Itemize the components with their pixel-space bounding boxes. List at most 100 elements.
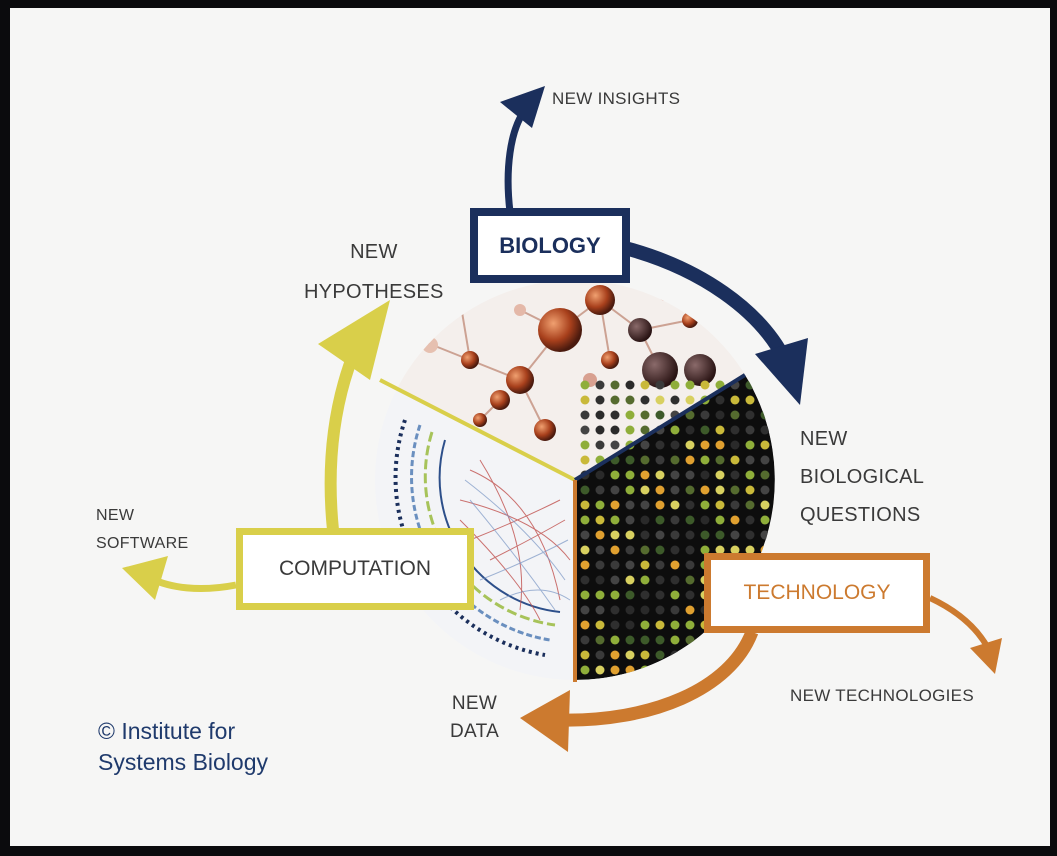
computation-label: COMPUTATION — [278, 557, 432, 580]
new-software-label: NEW SOFTWARE — [96, 507, 189, 552]
microarray-spot — [730, 455, 740, 465]
microarray-spot — [730, 485, 740, 495]
microarray-spot — [685, 650, 695, 660]
microarray-spot — [625, 590, 635, 600]
microarray-spot — [610, 440, 620, 450]
microarray-spot — [700, 455, 710, 465]
microarray-spot — [730, 410, 740, 420]
microarray-spot — [670, 500, 680, 510]
microarray-spot — [700, 500, 710, 510]
microarray-spot — [595, 620, 605, 630]
microarray-spot — [610, 395, 620, 405]
microarray-spot — [745, 545, 755, 555]
microarray-spot — [700, 485, 710, 495]
microarray-spot — [715, 485, 725, 495]
microarray-spot — [685, 590, 695, 600]
microarray-spot — [730, 635, 740, 645]
microarray-spot — [610, 500, 620, 510]
microarray-spot — [730, 545, 740, 555]
biology-box: BIOLOGY — [470, 208, 630, 283]
microarray-spot — [595, 635, 605, 645]
microarray-spot — [700, 470, 710, 480]
microarray-spot — [700, 635, 710, 645]
microarray-spot — [655, 605, 665, 615]
microarray-spot — [715, 635, 725, 645]
microarray-spot — [640, 605, 650, 615]
microarray-spot — [745, 485, 755, 495]
microarray-spot — [625, 485, 635, 495]
microarray-spot — [655, 500, 665, 510]
microarray-spot — [610, 470, 620, 480]
microarray-spot — [685, 530, 695, 540]
microarray-spot — [670, 455, 680, 465]
new-insights-arrow — [504, 107, 528, 213]
new-hypotheses-label: NEW HYPOTHESES — [304, 241, 444, 303]
computation-box: COMPUTATION — [236, 528, 474, 610]
new-technologies-arrowhead — [970, 638, 1002, 674]
microarray-spot — [655, 380, 665, 390]
microarray-spot — [670, 620, 680, 630]
microarray-spot — [655, 635, 665, 645]
microarray-spot — [715, 410, 725, 420]
technology-label: TECHNOLOGY — [743, 581, 891, 604]
microarray-spot — [595, 500, 605, 510]
microarray-spot — [745, 440, 755, 450]
microarray-spot — [640, 395, 650, 405]
microarray-spot — [655, 650, 665, 660]
microarray-spot — [640, 635, 650, 645]
microarray-spot — [685, 470, 695, 480]
microarray-spot — [625, 425, 635, 435]
microarray-spot — [580, 410, 590, 420]
microarray-spot — [580, 545, 590, 555]
microarray-spot — [745, 380, 755, 390]
microarray-spot — [715, 545, 725, 555]
microarray-spot — [700, 410, 710, 420]
microarray-spot — [745, 470, 755, 480]
microarray-spot — [655, 470, 665, 480]
microarray-spot — [700, 665, 710, 675]
microarray-spot — [685, 665, 695, 675]
microarray-spot — [625, 530, 635, 540]
microarray-spot — [685, 425, 695, 435]
new-technologies-arrow — [928, 595, 991, 650]
microarray-spot — [625, 455, 635, 465]
microarray-spot — [610, 380, 620, 390]
microarray-spot — [640, 560, 650, 570]
microarray-spot — [655, 485, 665, 495]
microarray-spot — [610, 515, 620, 525]
microarray-spot — [580, 380, 590, 390]
microarray-spot — [700, 440, 710, 450]
microarray-spot — [670, 425, 680, 435]
microarray-spot — [610, 560, 620, 570]
microarray-spot — [760, 395, 770, 405]
new-biological-questions-label: NEW BIOLOGICAL QUESTIONS — [800, 428, 925, 526]
microarray-spot — [670, 485, 680, 495]
microarray-spot — [715, 440, 725, 450]
wedge-divider-biology — [573, 373, 747, 482]
microarray-spot — [685, 380, 695, 390]
wedge-divider-computation — [379, 378, 576, 482]
microarray-spot — [610, 650, 620, 660]
microarray-spot — [640, 665, 650, 675]
microarray-spot — [640, 500, 650, 510]
microarray-spot — [580, 590, 590, 600]
microarray-spot — [670, 575, 680, 585]
microarray-spot — [715, 395, 725, 405]
microarray-spot — [640, 410, 650, 420]
microarray-spot — [730, 530, 740, 540]
microarray-spot — [670, 650, 680, 660]
microarray-spot — [595, 575, 605, 585]
microarray-spot — [730, 440, 740, 450]
microarray-spot — [640, 575, 650, 585]
microarray-spot — [745, 530, 755, 540]
copyright-credit: © Institute for Systems Biology — [98, 718, 269, 775]
microarray-spot — [640, 650, 650, 660]
microarray-spot — [625, 500, 635, 510]
microarray-spot — [580, 515, 590, 525]
microarray-spot — [700, 425, 710, 435]
microarray-spot — [670, 530, 680, 540]
microarray-spot — [610, 605, 620, 615]
microarray-spot — [595, 395, 605, 405]
new-technologies-label: NEW TECHNOLOGIES — [790, 686, 974, 705]
microarray-spot — [655, 665, 665, 675]
